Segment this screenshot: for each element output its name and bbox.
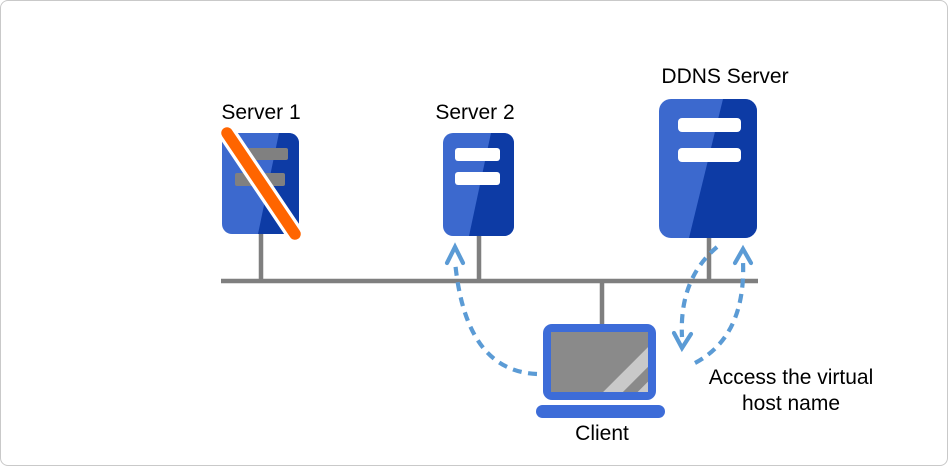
server2-label: Server 2 [435, 101, 515, 124]
offline-stripe-icon [218, 124, 304, 243]
arrowhead-down-icon [671, 330, 694, 353]
laptop-base [536, 405, 665, 418]
arrow-ddns-to-client [671, 245, 719, 353]
server2-slot [455, 172, 500, 185]
dashed-arrows [444, 242, 754, 377]
ddns-server-label: DDNS Server [661, 65, 789, 88]
arrow-client-to-ddns [694, 244, 754, 365]
annotation-line2: host name [741, 392, 841, 415]
ddns-server-icon [659, 99, 757, 238]
server1-icon [218, 124, 304, 243]
ddns-slot [678, 148, 741, 162]
annotation-line1: Access the virtual [708, 366, 874, 389]
server2-icon [443, 133, 514, 236]
network-lines [221, 233, 758, 325]
ddns-body-shade [689, 99, 757, 238]
arrow-client-to-server2 [444, 242, 538, 377]
client-laptop-icon [536, 324, 665, 418]
server2-slot [455, 148, 500, 161]
arrowhead-up-icon [444, 242, 466, 266]
server1-label: Server 1 [221, 101, 301, 124]
annotation-text: Access the virtual host name [709, 365, 874, 417]
client-label: Client [575, 422, 629, 445]
screen-glare [603, 347, 648, 392]
ddns-slot [678, 118, 741, 132]
arrowhead-up-icon [732, 244, 754, 266]
